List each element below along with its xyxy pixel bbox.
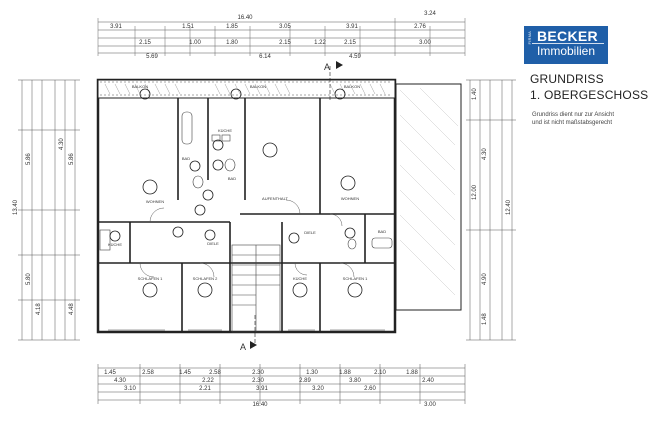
dim-bottom-r1-7: 2.10 [374, 370, 386, 376]
room-label-bad-3: BAD [378, 229, 386, 234]
dim-left-6: 4.48 [69, 303, 75, 315]
room-label-schlafen-2: SCHLAFEN 2 [193, 276, 218, 281]
dim-left-3: 4.18 [36, 303, 42, 315]
dim-bottom-r1-0: 1.45 [104, 370, 116, 376]
dim-bottom-r3-3: 3.20 [312, 386, 324, 392]
left-dimension-labels: 13.40 5.86 5.80 4.18 4.30 5.86 4.48 [13, 138, 75, 315]
room-label-diele-2: DIELE [304, 230, 316, 235]
dim-top-row1-3: 3.05 [279, 24, 291, 30]
logo-divider [532, 43, 604, 44]
dim-top-row3-2: 4.59 [349, 54, 361, 60]
room-label-balkon-3: BALKON [344, 84, 360, 89]
dim-right-0: 12.00 [472, 184, 478, 200]
room-label-kueche-left: KÜCHE [108, 242, 122, 247]
dim-bottom-r2-5: 2.40 [422, 378, 434, 384]
dim-top-row1-4: 3.91 [346, 24, 358, 30]
left-dimension-chains [18, 79, 80, 341]
dim-bottom-r1-5: 1.30 [306, 370, 318, 376]
room-label-schlafen-1: SCHLAFEN 1 [138, 276, 163, 281]
right-dimension-labels: 12.00 12.40 4.90 1.40 4.30 1.48 [472, 88, 512, 325]
room-label-balkon-2: BALKON [250, 84, 266, 89]
dim-top-right: 3.24 [424, 11, 436, 17]
room-label-flur: DIELE [207, 241, 219, 246]
dim-bottom-total: 16.40 [252, 402, 268, 408]
dim-top-row2-1: 1.00 [189, 40, 201, 46]
dim-bottom-r2-4: 3.80 [349, 378, 361, 384]
room-labels: BALKON BALKON BALKON KÜCHE BAD BAD WOHNE… [108, 84, 386, 281]
logo-line1: BECKER [537, 28, 598, 44]
dim-bottom-r1-8: 1.88 [406, 370, 418, 376]
room-label-bad-1: BAD [182, 156, 190, 161]
section-mark-top: A [324, 62, 330, 72]
dim-left-5: 5.86 [69, 153, 75, 165]
dim-top-row1-0: 3.91 [110, 24, 122, 30]
building-outline [96, 61, 462, 349]
dim-bottom-r1-1: 2.58 [142, 370, 154, 376]
room-label-kueche-top: KÜCHE [218, 128, 232, 133]
bottom-dimension-chains [97, 364, 466, 404]
dim-bottom-r3-4: 2.60 [364, 386, 376, 392]
dim-top-row3-0: 5.69 [146, 54, 158, 60]
dim-right-3: 1.40 [472, 88, 478, 100]
section-mark-bottom: A [240, 342, 246, 352]
dim-bottom-right: 3.00 [424, 402, 436, 408]
dim-bottom-r2-0: 4.30 [114, 378, 126, 384]
dim-top-total: 16.40 [237, 15, 253, 21]
dim-top-row2-0: 2.15 [139, 40, 151, 46]
dim-top-row2-2: 1.80 [226, 40, 238, 46]
dim-left-4: 4.30 [59, 138, 65, 150]
dim-right-4: 4.30 [482, 148, 488, 160]
dim-bottom-r2-3: 2.89 [299, 378, 311, 384]
dim-bottom-r1-2: 1.45 [179, 370, 191, 376]
top-dimension-labels: 16.40 3.24 3.91 1.51 1.85 3.05 3.91 2.76… [110, 11, 436, 60]
top-dimension-chains [97, 18, 466, 56]
page-title-line1: GRUNDRISS [530, 72, 604, 86]
room-label-aufenthalt: AUFENTHALT [262, 196, 288, 201]
room-label-schlafen-3: SCHLAFEN 1 [343, 276, 368, 281]
dim-bottom-r1-3: 2.58 [209, 370, 221, 376]
dim-top-row2-5: 2.15 [344, 40, 356, 46]
bottom-dimension-labels: 1.45 2.58 1.45 2.58 2.30 1.30 1.88 2.10 … [104, 370, 436, 408]
dim-left-2: 5.80 [26, 273, 32, 285]
room-label-wohnen-2: WOHNEN [341, 196, 359, 201]
disclaimer-line2: und ist nicht maßstabsgerecht [532, 120, 613, 126]
dim-right-5: 1.48 [482, 313, 488, 325]
disclaimer-line1: Grundriss dient nur zur Ansicht [532, 112, 615, 118]
dim-bottom-r2-1: 2.22 [202, 378, 214, 384]
dim-bottom-r3-1: 2.21 [199, 386, 211, 392]
dim-top-row1-5: 2.76 [414, 24, 426, 30]
room-label-wohnen-1: WOHNEN [146, 199, 164, 204]
dim-left-1: 5.86 [26, 153, 32, 165]
dim-right-1: 12.40 [506, 199, 512, 215]
logo-line2: Immobilien [537, 44, 596, 58]
room-number-markers [109, 88, 363, 298]
dim-top-row2-6: 3.00 [419, 40, 431, 46]
dim-top-row2-4: 1.22 [314, 40, 326, 46]
company-logo: FIRMA BECKER Immobilien [524, 26, 608, 64]
room-label-balkon-1: BALKON [132, 84, 148, 89]
dim-right-2: 4.90 [482, 273, 488, 285]
room-label-kueche-bottom: KÜCHE [293, 276, 307, 281]
dim-top-row1-1: 1.51 [182, 24, 194, 30]
dim-left-0: 13.40 [13, 199, 19, 215]
right-dimension-chains [466, 79, 516, 341]
dim-bottom-r1-4: 2.30 [252, 370, 264, 376]
dim-bottom-r1-6: 1.88 [339, 370, 351, 376]
room-label-bad-2: BAD [228, 176, 236, 181]
dim-top-row3-1: 6.14 [259, 54, 271, 60]
dim-bottom-r2-2: 2.30 [252, 378, 264, 384]
page-title-line2: 1. OBERGESCHOSS [530, 88, 649, 102]
dim-bottom-r3-2: 3.91 [256, 386, 268, 392]
dim-top-row2-3: 2.15 [279, 40, 291, 46]
dim-bottom-r3-0: 3.10 [124, 386, 136, 392]
dim-top-row1-2: 1.85 [226, 24, 238, 30]
